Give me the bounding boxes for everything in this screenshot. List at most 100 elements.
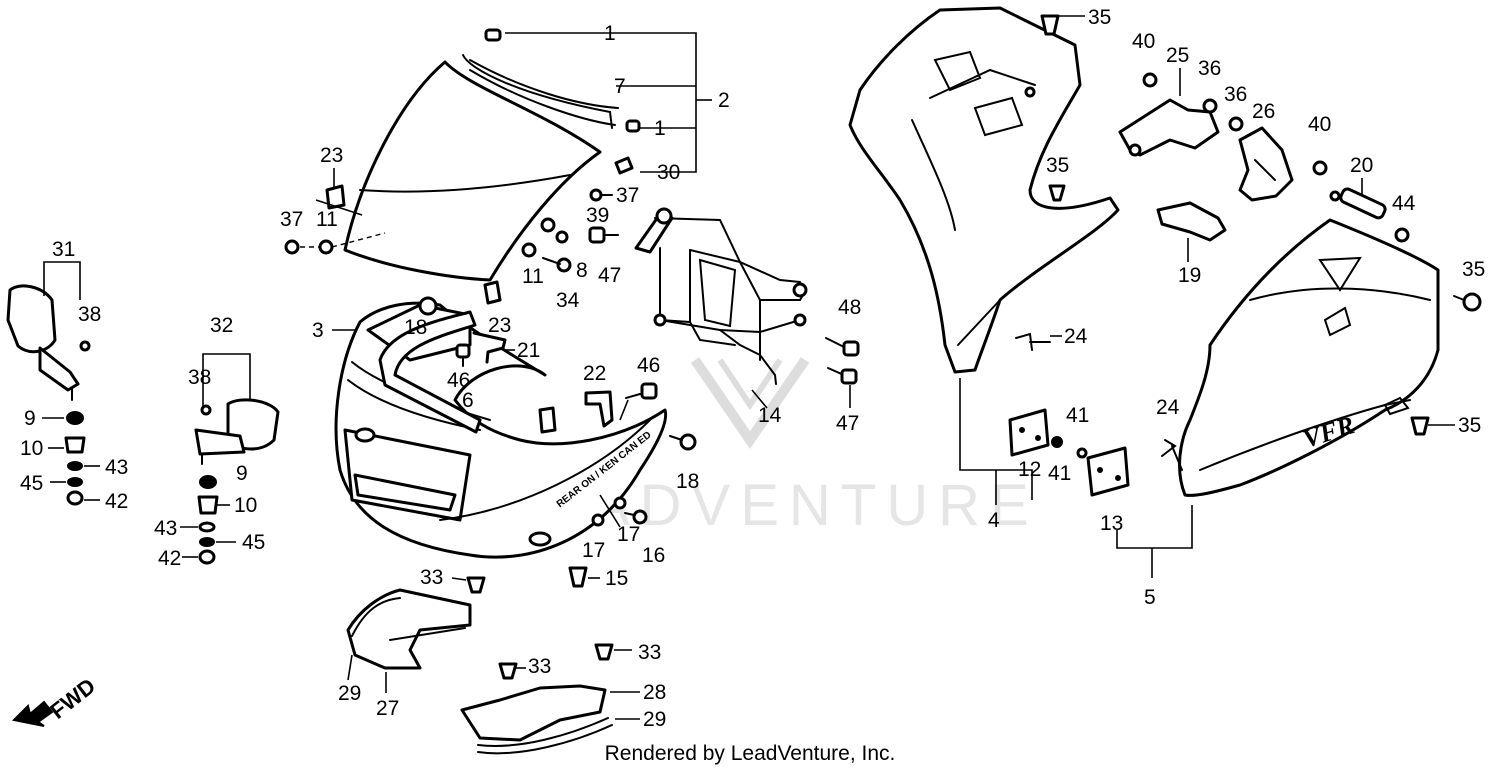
screw-38-left — [79, 340, 91, 352]
emblem-13 — [1086, 446, 1130, 497]
emblem-12 — [1008, 408, 1050, 457]
callout-41b: 41 — [1048, 462, 1071, 485]
callout-18a: 18 — [404, 316, 427, 339]
bolt-36-a — [1202, 98, 1218, 114]
callout-35b: 35 — [1046, 154, 1069, 177]
nut-42-right — [198, 549, 216, 565]
washer-8 — [555, 230, 569, 244]
inner-panel-27 — [346, 588, 472, 670]
grommet-18-top — [418, 296, 438, 316]
callout-43a: 43 — [105, 456, 128, 479]
cowl-tab — [538, 406, 557, 434]
callout-28: 28 — [643, 681, 666, 704]
callout-47a: 47 — [598, 264, 621, 287]
nut-42-left — [66, 490, 84, 506]
callout-37a: 37 — [616, 184, 639, 207]
cap-9-right — [199, 475, 217, 489]
screw-16 — [624, 509, 648, 525]
stay-26 — [1238, 126, 1294, 202]
callout-33b: 33 — [528, 655, 551, 678]
callout-32: 32 — [210, 314, 233, 337]
windscreen — [343, 54, 616, 282]
callout-31: 31 — [52, 238, 75, 261]
rivet-41-b — [1076, 447, 1088, 459]
bolt-46-left — [455, 343, 471, 367]
stay-25 — [1118, 98, 1220, 157]
callout-39: 39 — [586, 204, 609, 227]
side-cowl-left-4 — [848, 6, 1120, 374]
callout-22: 22 — [583, 362, 606, 385]
grommet-40-b — [1312, 160, 1328, 176]
callout-48: 48 — [838, 296, 861, 319]
callout-9a: 9 — [24, 407, 36, 430]
screw-35-b — [1048, 184, 1066, 202]
callout-33a: 33 — [420, 566, 443, 589]
washer-43-left — [67, 461, 83, 471]
windscreen-trim — [469, 59, 619, 109]
bolt-47-bottom — [827, 367, 858, 385]
grommet-40-a — [1142, 72, 1158, 88]
callout-37b: 37 — [280, 208, 303, 231]
pad-30 — [614, 156, 634, 175]
screw-37-right — [589, 188, 613, 202]
callout-47b: 47 — [836, 412, 859, 435]
callout-23a: 23 — [320, 144, 343, 167]
callout-17a: 17 — [582, 539, 605, 562]
callout-11a: 11 — [316, 208, 338, 231]
screw-33-b — [498, 662, 518, 680]
callout-24a: 24 — [1064, 325, 1088, 348]
cap-9-left — [66, 411, 84, 425]
callout-27: 27 — [376, 697, 399, 720]
callout-1b: 1 — [654, 117, 666, 140]
grommet-1b — [625, 119, 641, 133]
callout-19: 19 — [1178, 264, 1201, 287]
grommet-18-right — [669, 433, 697, 451]
screw-39 — [540, 217, 556, 233]
callout-45a: 45 — [20, 472, 43, 495]
side-cowl-right-5: VFR — [1178, 218, 1440, 497]
callout-4: 4 — [988, 509, 1000, 532]
callout-35c: 35 — [1462, 258, 1485, 281]
screw-33-c — [594, 643, 614, 661]
callout-42b: 42 — [158, 547, 181, 570]
callout-38b: 38 — [188, 366, 211, 389]
callout-7: 7 — [614, 75, 626, 98]
callout-45b: 45 — [242, 531, 265, 554]
washer-17-top — [613, 496, 627, 510]
callout-36b: 36 — [1224, 83, 1247, 106]
nut-10-left — [64, 436, 86, 454]
inner-panel-28 — [460, 684, 613, 755]
callout-24b: 24 — [1156, 396, 1180, 419]
callout-2: 2 — [718, 89, 730, 112]
callout-14: 14 — [758, 404, 782, 427]
callout-42a: 42 — [105, 490, 128, 513]
callout-20: 20 — [1350, 154, 1373, 177]
grommet-44 — [1394, 227, 1410, 243]
washer-17-bottom — [591, 513, 605, 527]
washer-45-left — [67, 477, 83, 487]
bracket-21 — [472, 331, 507, 364]
screw-15 — [568, 566, 588, 588]
mirror-31 — [6, 284, 80, 401]
callout-33c: 33 — [638, 641, 661, 664]
callout-11b: 11 — [522, 265, 544, 288]
callout-34: 34 — [556, 289, 580, 312]
callout-13: 13 — [1100, 512, 1123, 535]
screw-38-right — [200, 404, 212, 416]
bolt-48 — [825, 337, 860, 357]
washer-45-right — [199, 537, 215, 547]
fwd-arrow: FWD — [11, 673, 100, 727]
callout-35a: 35 — [1088, 6, 1111, 29]
callout-10a: 10 — [20, 437, 43, 460]
callout-35d: 35 — [1458, 414, 1481, 437]
fwd-label: FWD — [45, 673, 100, 724]
callout-40b: 40 — [1308, 113, 1331, 136]
callout-25: 25 — [1166, 44, 1189, 67]
screw-33-a — [466, 576, 486, 594]
callout-43b: 43 — [154, 517, 177, 540]
screw-37-left — [284, 239, 300, 255]
callout-16: 16 — [642, 544, 665, 567]
duct-6 — [378, 310, 482, 434]
callout-38a: 38 — [78, 303, 101, 326]
